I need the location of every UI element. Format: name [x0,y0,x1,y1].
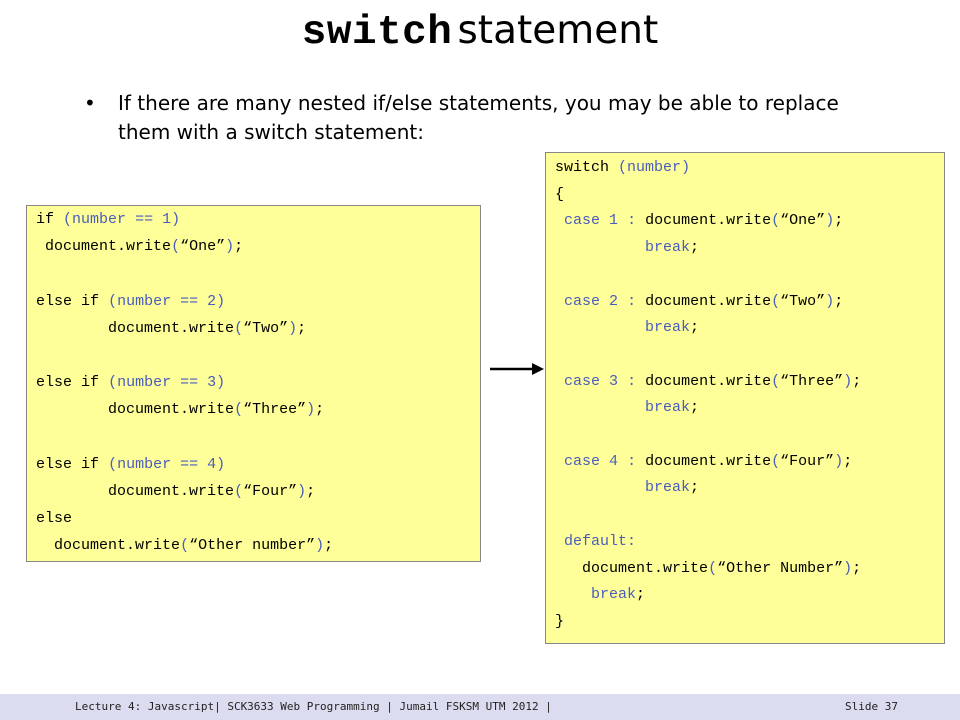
switch-code-line: switch (number) [555,159,691,176]
switch-code-line: default: [564,532,637,550]
slide-title: switch statement [0,8,960,72]
switch-code-box: switch (number) { case 1 : document.write… [545,152,945,644]
bullet-text: If there are many nested if/else stateme… [118,91,839,144]
if-else-code-line: document.write(“One”); [45,238,244,256]
switch-code-line: break; [591,586,646,604]
footer-course-info: Lecture 4: Javascript| SCK3633 Web Progr… [75,700,552,713]
switch-code-line: break; [645,479,700,497]
switch-code-line: case 2 : document.write(“Two”); [564,292,844,310]
switch-code-line: { [555,185,565,203]
if-else-code-line: document.write(“Four”); [108,483,316,500]
switch-code-line: break; [645,239,700,257]
arrow-right-icon [490,363,544,375]
slide-title-code: switch [301,10,453,56]
if-else-code-line: document.write(“Other number”); [54,537,334,555]
footer-slide-number: Slide 37 [845,700,898,713]
if-else-code-line: document.write(“Three”); [108,401,325,419]
if-else-code-line: document.write(“Two”); [108,319,307,337]
switch-code-line: document.write(“Other Number”); [582,559,862,577]
if-else-code-line: if (number == 1) [36,211,181,228]
if-else-code-line: else if (number == 4) [36,455,226,473]
switch-code-line: } [555,612,565,630]
if-else-code-line: else [36,510,73,528]
if-else-code-line: else if (number == 2) [36,292,226,310]
switch-code-line: case 3 : document.write(“Three”); [564,372,862,390]
bullet-dot-icon: • [84,91,96,115]
switch-code-line: case 4 : document.write(“Four”); [564,452,853,470]
switch-code-line: break; [645,399,700,417]
switch-code-line: break; [645,319,700,337]
switch-code-line: case 1 : document.write(“One”); [564,212,844,230]
if-else-code-box: if (number == 1) document.write(“One”); e… [26,205,481,562]
bullet-point: • If there are many nested if/else state… [84,89,884,147]
slide-title-text: statement [457,8,659,53]
slide-footer: Lecture 4: Javascript| SCK3633 Web Progr… [0,694,960,720]
if-else-code-line: else if (number == 3) [36,374,226,392]
